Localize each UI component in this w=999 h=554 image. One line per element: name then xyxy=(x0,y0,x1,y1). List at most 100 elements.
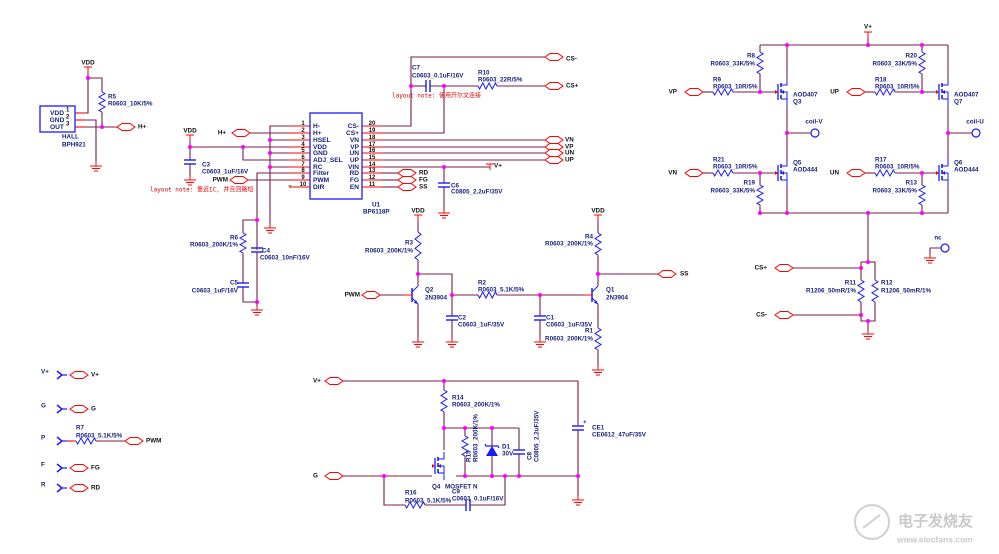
label: R12 xyxy=(881,280,893,287)
label: AOD444 xyxy=(954,167,979,174)
wire xyxy=(85,119,97,162)
r10 xyxy=(477,81,498,91)
polarity-plus-icon: + xyxy=(583,419,587,426)
wire xyxy=(242,219,257,233)
connector-arrow-icon xyxy=(56,436,64,446)
label: R10 xyxy=(478,70,490,77)
junction-dot xyxy=(188,145,192,149)
junction-dot xyxy=(442,165,446,169)
R18-symbol xyxy=(874,87,896,97)
u1-pin-number: 11 xyxy=(369,182,376,188)
ground-icon xyxy=(412,338,424,348)
label: C0603_0.1uF/16V xyxy=(452,496,504,503)
label: Q1 xyxy=(606,287,615,294)
label: C8 xyxy=(527,451,534,460)
c5 xyxy=(237,282,249,288)
wire xyxy=(382,86,445,134)
net-label-coil_v: coil-V xyxy=(805,119,823,126)
wire xyxy=(470,476,506,506)
label: D1 xyxy=(502,444,511,451)
label: Q5 xyxy=(793,160,802,167)
emitter-arrow xyxy=(594,300,598,304)
body-arrow xyxy=(781,90,784,94)
label: C0603_1uF/16V xyxy=(192,288,239,295)
watermark-brand: 电子发烧友 xyxy=(898,512,973,530)
label: R6 xyxy=(230,235,239,242)
gate-arrow xyxy=(775,171,778,175)
u1-pin-number: 3 xyxy=(301,135,305,141)
label: R15 xyxy=(466,450,473,462)
r3 xyxy=(414,231,422,261)
label: C5 xyxy=(230,280,239,287)
junction-dot xyxy=(859,266,863,270)
label: R0603_200K/1% xyxy=(452,402,500,409)
junction-dot xyxy=(442,379,446,383)
label: R0603_33K/5% xyxy=(873,188,918,195)
u1-pin-name: RD xyxy=(349,170,359,177)
net-label-ss: SS xyxy=(680,271,688,278)
u1-pin-name: CS+ xyxy=(346,130,359,137)
net-label-vplus: V+ xyxy=(313,378,321,385)
body-arrow xyxy=(438,464,441,468)
ground-icon xyxy=(534,338,546,348)
junction-dot xyxy=(920,211,924,215)
port-connector-icon xyxy=(124,437,144,445)
u1-pin-name: H+ xyxy=(313,130,322,137)
u1-pin-name: VP xyxy=(350,144,359,151)
label: C0603_1uF/16V xyxy=(202,169,249,176)
body-arrow xyxy=(942,171,945,175)
net-label-hplus: H+ xyxy=(218,130,227,137)
net-label-hplus: H+ xyxy=(138,124,147,131)
net-label-vp: VP xyxy=(565,144,573,151)
junction-dot xyxy=(517,474,521,478)
junction-dot xyxy=(382,474,386,478)
Q7-mosfet-icon xyxy=(936,78,949,106)
R21-symbol xyxy=(712,168,734,178)
wire xyxy=(189,141,290,148)
net-label-vdd: VDD xyxy=(81,60,95,67)
label: R0603_200K/1% xyxy=(545,241,593,248)
junction-dot xyxy=(920,90,924,94)
collector xyxy=(411,285,419,293)
junction-dot xyxy=(255,300,259,304)
junction-dot xyxy=(866,319,870,323)
label: AOD407 xyxy=(793,92,818,99)
label: C0805_2.2uF/35V xyxy=(534,410,541,462)
r4 xyxy=(594,232,602,256)
junction-dot xyxy=(859,313,863,317)
label: R2 xyxy=(478,280,487,287)
junction-dot xyxy=(442,84,446,88)
wire xyxy=(85,78,89,114)
u1-pin-number: 13 xyxy=(369,168,376,174)
source xyxy=(781,179,788,187)
u1-pin-number: 1 xyxy=(301,121,305,127)
junction-dot xyxy=(268,165,272,169)
port-connector-icon xyxy=(397,176,417,184)
net-label-rd: RD xyxy=(419,170,429,177)
net-label-cs-plus: CS+ xyxy=(755,265,768,272)
connector-net-label: FG xyxy=(91,465,100,472)
junction-dot xyxy=(920,171,924,175)
label: R0603_22R/5% xyxy=(478,77,523,84)
terminal-circle-icon xyxy=(940,243,950,253)
u1-ref: U1 xyxy=(372,202,381,209)
label: AOD444 xyxy=(793,167,818,174)
connector-net-label: V+ xyxy=(91,372,99,379)
c7 xyxy=(425,80,431,92)
label: R0603_10R/5% xyxy=(713,164,758,171)
port-connector-icon xyxy=(846,169,866,177)
body-arrow xyxy=(942,90,945,94)
u1-pin-name: UP xyxy=(350,157,360,164)
port-connector-icon xyxy=(397,183,417,191)
q4-mosfet-icon xyxy=(432,452,445,480)
label: C7 xyxy=(412,65,421,72)
hall-ref: HALL xyxy=(62,134,79,141)
junction-dot xyxy=(442,426,446,430)
u1-pin-name: CS- xyxy=(348,123,359,130)
u1-pin-number: 14 xyxy=(369,162,376,168)
u1-pin-name: Filter xyxy=(313,170,330,177)
r6 xyxy=(238,232,248,254)
u1-pin-number: 12 xyxy=(369,175,376,181)
net-label-vdd: VDD xyxy=(183,128,197,135)
port-connector-icon xyxy=(544,53,564,61)
